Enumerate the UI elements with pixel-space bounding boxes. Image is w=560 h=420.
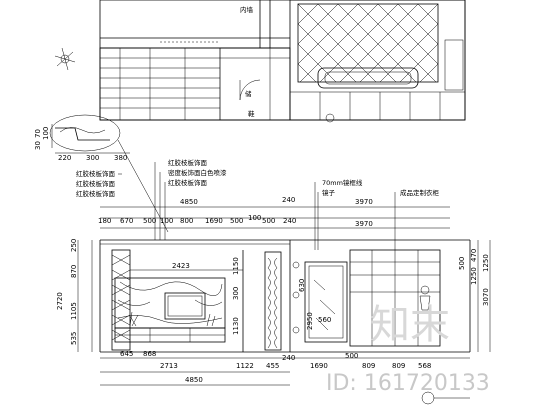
note-right-3: 成品定制衣柜	[400, 188, 440, 197]
dim-total-top: 4850	[180, 198, 198, 206]
elevation-top-dims: 4850 3970 240 3970 180 670 500 100 800 1…	[98, 196, 450, 229]
plan-label-shoe: 鞋	[248, 109, 255, 118]
note-left-2: 红胶枝板饰面	[76, 179, 116, 188]
dim-left-1105: 1105	[70, 302, 78, 320]
dim-right-470: 470	[470, 249, 478, 262]
dim-bottom-868: 868	[143, 350, 156, 358]
dim-mid-1130: 1130	[232, 317, 240, 335]
dim-right-top-240: 240	[282, 196, 295, 204]
note-left-1: 红胶枝板饰面	[76, 169, 116, 178]
dim-bottom-568: 568	[418, 362, 431, 370]
detail-dim-h-220: 220	[58, 154, 71, 162]
dim-mirror: 560	[318, 316, 331, 324]
dim-bottom-240: 240	[282, 354, 295, 362]
dim-top-100b: 100	[248, 214, 261, 222]
dim-right-3070: 3070	[482, 288, 490, 306]
dim-top-1690: 1690	[205, 217, 223, 225]
dim-right-1250b: 1250	[482, 254, 490, 272]
dim-bottom-809b: 809	[392, 362, 405, 370]
dim-bottom-1690: 1690	[310, 362, 328, 370]
dim-left-2720: 2720	[56, 292, 64, 310]
dim-right-500: 500	[458, 257, 466, 270]
dim-left-870: 870	[70, 265, 78, 278]
plan-label-wall: 内墙	[240, 5, 254, 14]
dim-top-500c: 500	[262, 217, 275, 225]
dim-bottom-500: 500	[345, 352, 358, 360]
plan-label-storage: 储	[245, 89, 252, 98]
detail-dim-v-70: 70	[34, 129, 42, 138]
note-right-1: 70mm镜框线	[322, 178, 363, 187]
dim-top-670: 670	[120, 217, 133, 225]
note-right-2: 镜子	[322, 188, 336, 197]
note-mid-3: 红胶枝板饰面	[168, 178, 208, 187]
material-notes: 红胶枝板饰面 红胶枝板饰面 红胶枝板饰面 红胶枝板饰面 密度板饰面白色喷漆 红胶…	[76, 158, 440, 250]
detail-dim-v-100: 100	[42, 127, 50, 140]
elevation: 2423 560 630 2950 1150 300 1130	[99, 239, 471, 353]
dim-bottom-809a: 809	[362, 362, 375, 370]
dim-right-width: 3970	[355, 198, 373, 206]
side-detail: 30 70 100 220 300 380	[34, 114, 169, 233]
detail-dim-h-300: 300	[86, 154, 99, 162]
dim-inner-width: 2423	[172, 262, 190, 270]
dim-right-1250a: 1250	[470, 267, 478, 285]
dim-center-630: 630	[298, 279, 306, 292]
watermark-id: ID: 161720133	[326, 371, 490, 396]
dim-mid-1150: 1150	[232, 257, 240, 275]
elevation-bottom-dims: 645 868 2713 1122 455 1690 500 809 809 5…	[100, 350, 470, 386]
dim-top-500: 500	[143, 217, 156, 225]
dim-bottom-1122: 1122	[236, 362, 254, 370]
dim-left-535: 535	[70, 332, 78, 345]
detail-dim-h-380: 380	[114, 154, 127, 162]
dim-top-500b: 500	[230, 217, 243, 225]
dim-mid-300: 300	[232, 287, 240, 300]
dim-bottom-645: 645	[120, 350, 133, 358]
dim-bottom-455: 455	[266, 362, 279, 370]
dim-left-250: 250	[70, 239, 78, 252]
note-left-3: 红胶枝板饰面	[76, 189, 116, 198]
note-mid-2: 密度板饰面白色喷漆	[168, 168, 227, 177]
detail-dim-v-30: 30	[34, 141, 42, 150]
dim-top-180: 180	[98, 217, 111, 225]
dim-right-width-2: 3970	[355, 220, 373, 228]
dim-top-800: 800	[180, 217, 193, 225]
elevation-right-dims: 470 1250 1250 500 3070	[458, 240, 491, 352]
floor-plan: 内墙 储 鞋	[54, 0, 466, 123]
watermark-brand: 知末	[370, 302, 450, 348]
watermark: 知末 ID: 161720133	[326, 302, 490, 396]
dim-top-100: 100	[160, 217, 173, 225]
elevation-left-dims: 250 870 2720 1105 535	[56, 239, 93, 352]
section-marker-icon	[421, 391, 470, 405]
dim-bottom-total: 4850	[185, 376, 203, 384]
dim-bottom-2713: 2713	[160, 362, 178, 370]
note-mid-1: 红胶枝板饰面	[168, 158, 208, 167]
compass-icon	[54, 47, 76, 71]
dim-top-240: 240	[283, 217, 296, 225]
dim-center-2950: 2950	[306, 312, 314, 330]
